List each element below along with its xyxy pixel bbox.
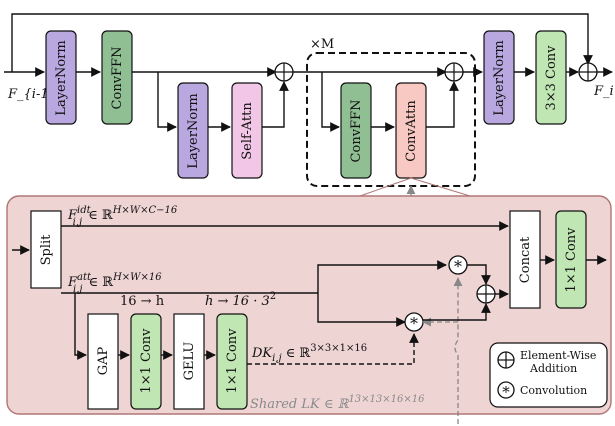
layernorm-block-1 — [45, 30, 77, 125]
layernorm-label-3: LayerNorm — [492, 40, 507, 115]
channel-label-b: h → 16 · 32 — [205, 291, 276, 309]
dk-label: DKi,j∈ ℝ3×3×1×16 — [251, 343, 367, 364]
svg-text:*: * — [454, 257, 462, 276]
add-node-3 — [578, 62, 598, 82]
fatt-to-gap — [74, 293, 87, 360]
zoom-connector-left — [359, 177, 412, 197]
split-block — [30, 210, 62, 289]
convffn-label-2: ConvFFN — [349, 100, 364, 163]
convattn-to-add2 — [426, 81, 459, 128]
gap-label: GAP — [96, 346, 111, 375]
svg-text:*: * — [410, 314, 418, 333]
legend: Element-Wise Addition * Convolution — [489, 342, 608, 408]
repeat-region — [306, 52, 476, 187]
branch-to-ln2 — [157, 72, 177, 132]
detail-add-node — [476, 284, 496, 304]
split-label: Split — [39, 234, 54, 266]
conv1x1-label-b: 1×1 Conv — [225, 328, 240, 394]
outer-skip-line — [11, 13, 593, 72]
shared-lk-dashed-line — [453, 277, 463, 424]
gelu-block — [173, 313, 205, 410]
repeat-label: ×M — [310, 37, 334, 52]
self-attn-block — [231, 82, 263, 179]
legend-conv-label: Convolution — [520, 384, 587, 397]
layernorm-label-1: LayerNorm — [54, 40, 69, 115]
shared-lk-label: Shared LK ∈ ℝ13×13×16×16 — [250, 394, 425, 412]
svg-text:*: * — [502, 383, 510, 401]
channel-label-a: 16 → h — [120, 294, 165, 309]
conv1x1-block-b — [216, 313, 248, 410]
conv-top-to-add — [467, 264, 491, 285]
conv1x1-block-a — [130, 313, 162, 410]
convffn-block-1 — [101, 30, 133, 125]
conv3x3-block — [535, 30, 567, 125]
fatt-to-conv-bottom — [317, 293, 406, 327]
gelu-label: GELU — [182, 342, 197, 381]
convattn-label: ConvAttn — [404, 100, 419, 162]
conv3x3-label: 3×3 Conv — [544, 45, 559, 111]
legend-add-label-2: Addition — [529, 362, 577, 375]
legend-box — [489, 342, 608, 408]
conv1x1-label-a: 1×1 Conv — [139, 328, 154, 394]
concat-label: Concat — [518, 236, 533, 283]
layernorm-label-2: LayerNorm — [186, 93, 201, 168]
conv1x1-output-label: 1×1 Conv — [564, 227, 579, 293]
zoom-connector-right — [410, 177, 471, 197]
selfattn-to-add1 — [262, 81, 289, 128]
layernorm-block-3 — [483, 30, 515, 125]
legend-conv-icon: * — [497, 381, 515, 401]
legend-add-icon — [497, 351, 515, 369]
convffn-label-1: ConvFFN — [110, 47, 125, 110]
fatt-to-conv-top — [317, 260, 447, 293]
input-label: F_{i-1} — [7, 87, 57, 102]
concat-block — [509, 210, 541, 309]
gap-block — [87, 313, 119, 410]
add-node-1 — [274, 62, 294, 82]
layernorm-block-2 — [177, 82, 209, 179]
output-label: F_i — [593, 84, 614, 99]
convffn-block-2 — [340, 82, 372, 179]
self-attn-label: Self-Attn — [240, 102, 255, 160]
add-node-2 — [444, 62, 464, 82]
dk-dashed-line — [247, 333, 419, 365]
conv-bottom-to-add — [423, 303, 491, 321]
branch-to-ffn2 — [321, 72, 340, 132]
top-pipeline: F_{i-1} LayerNorm ConvFFN LayerNorm Self… — [4, 13, 614, 187]
legend-add-label: Element-Wise — [520, 349, 596, 362]
